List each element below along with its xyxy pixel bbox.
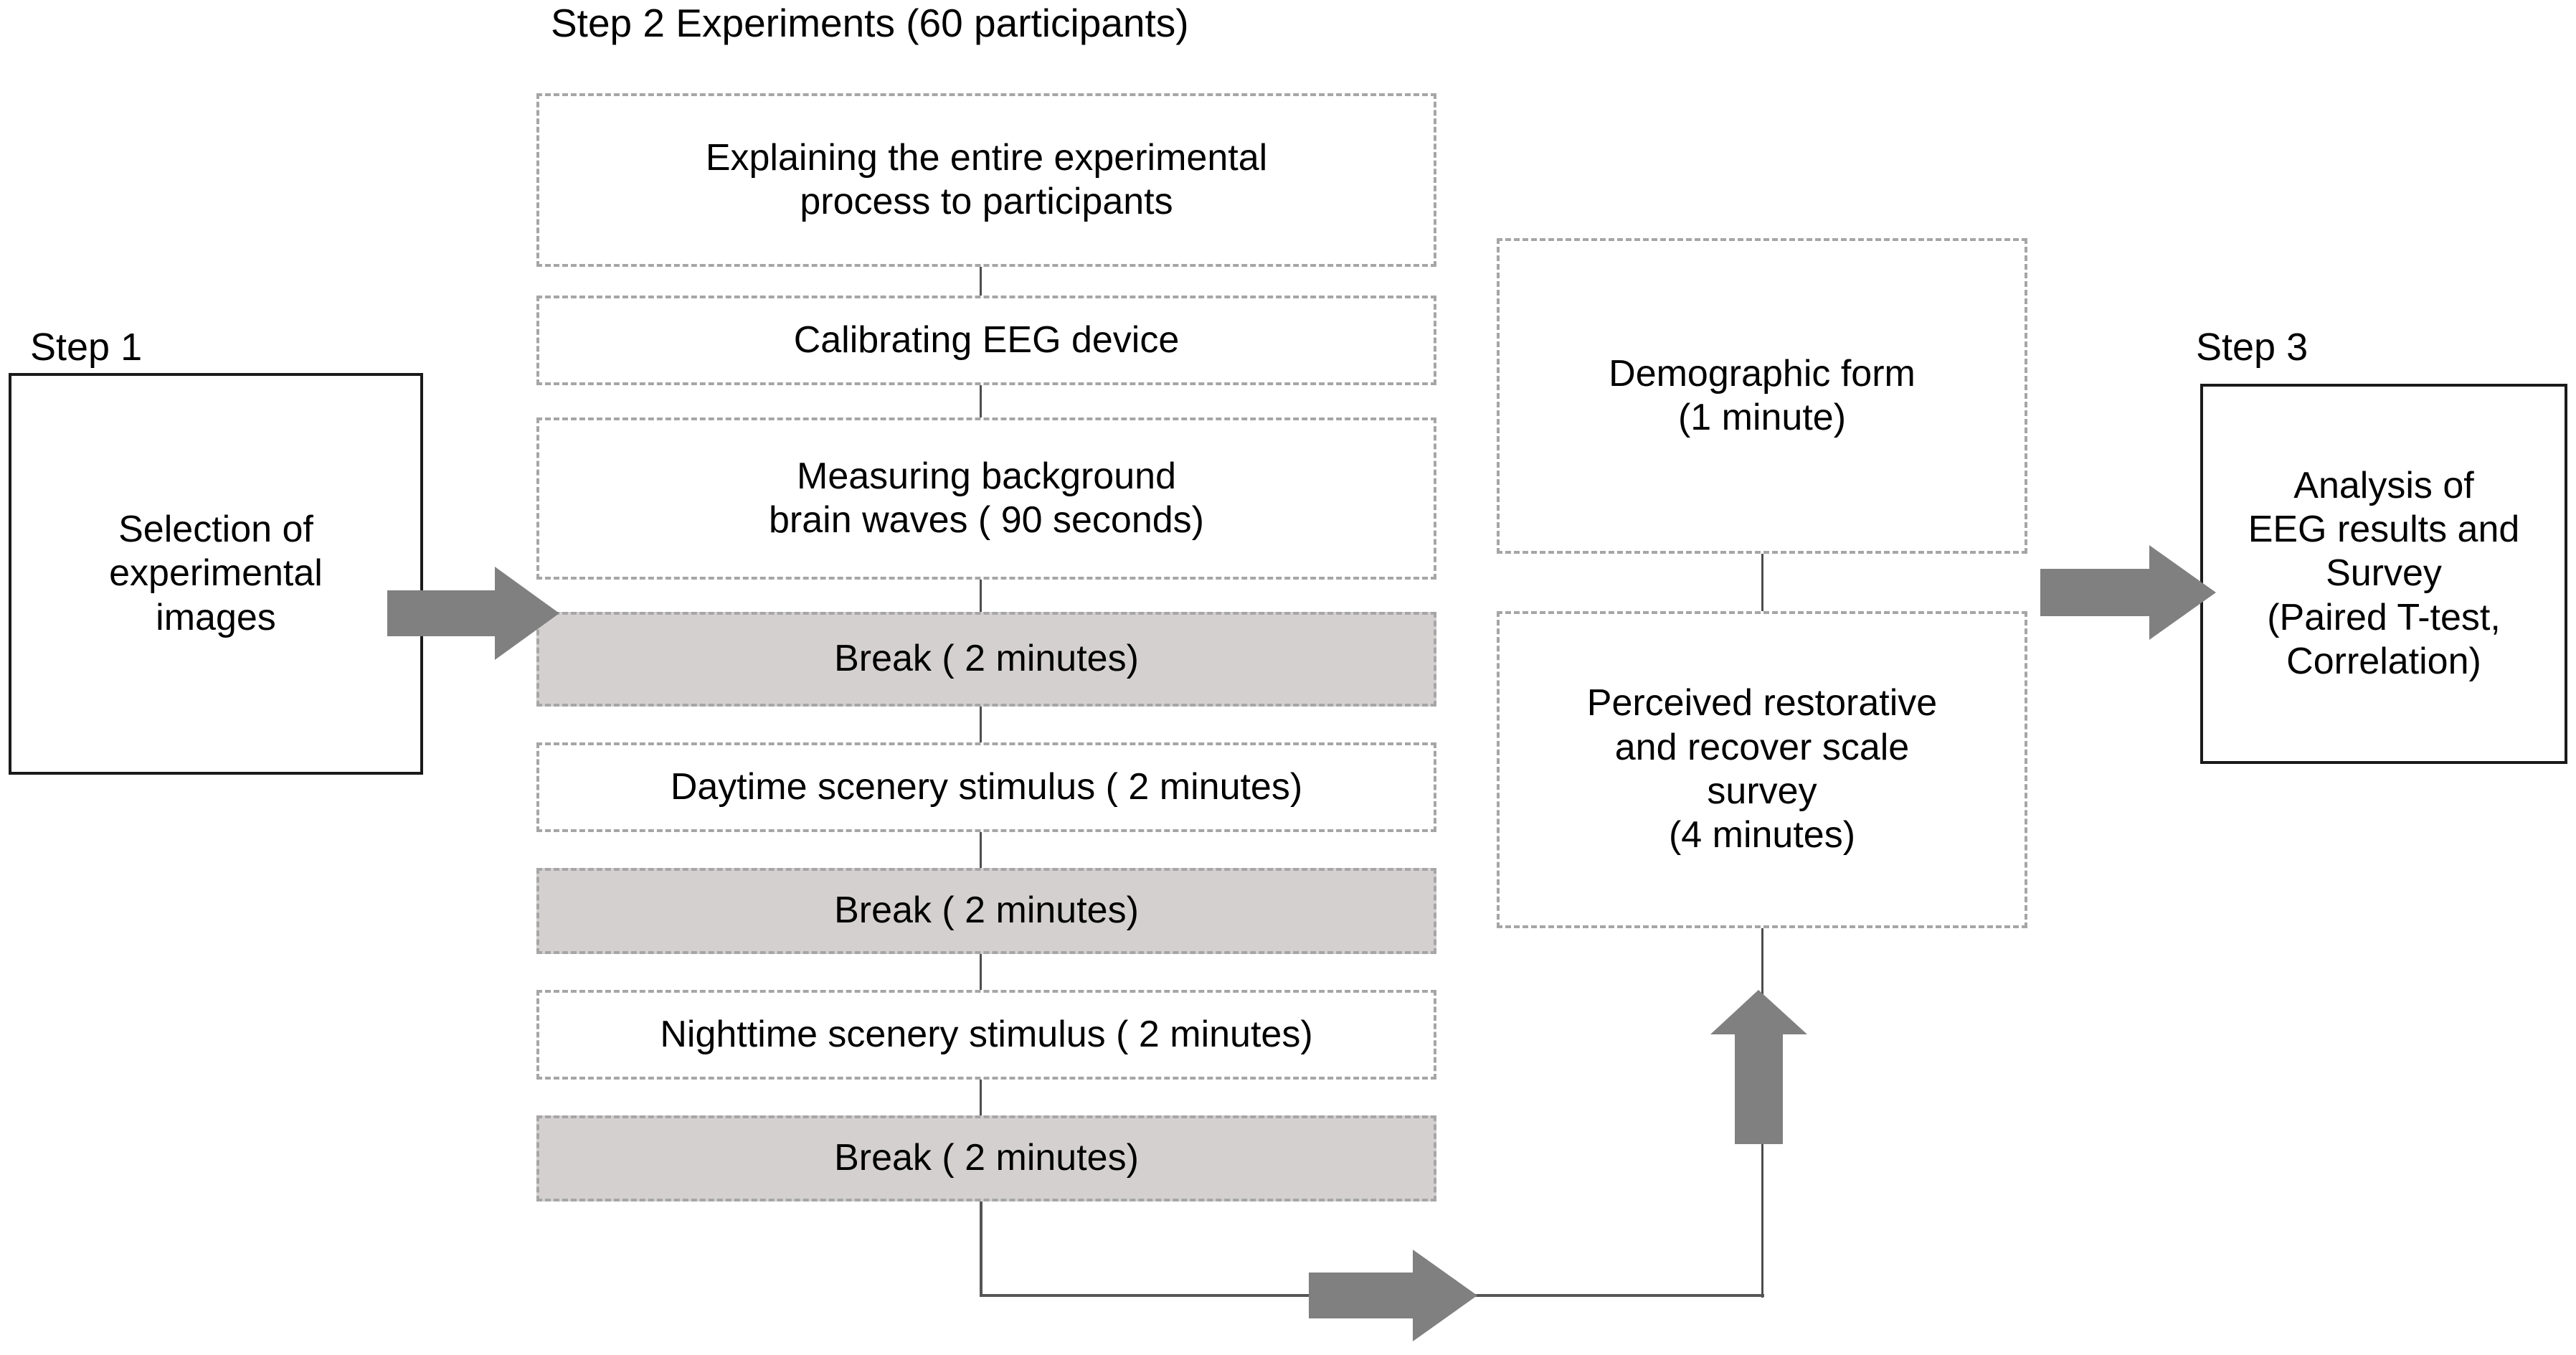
connector-explain-calibrate [980, 267, 982, 296]
step2-box-nighttime-scenery-stimulus[interactable]: Nighttime scenery stimulus ( 2 minutes) [536, 990, 1436, 1080]
step2-box-measuring-background-brain-waves[interactable]: Measuring background brain waves ( 90 se… [536, 417, 1436, 580]
step2-right-box-text-0: Demographic form (1 minute) [1609, 352, 1916, 438]
step2-box-text-5: Break ( 2 minutes) [834, 889, 1139, 932]
step2-box-text-1: Calibrating EEG device [793, 318, 1180, 361]
step2-box-text-3: Break ( 2 minutes) [834, 638, 1139, 680]
step1-box-selection-of-experimental-images[interactable]: Selection of experimental images [9, 373, 423, 775]
step2-box-text-0: Explaining the entire experimental proce… [705, 136, 1268, 222]
arrow-bottom-to-survey-icon [1309, 1250, 1477, 1341]
connector-break3-down [980, 1201, 982, 1297]
step2-box-break-2[interactable]: Break ( 2 minutes) [536, 868, 1436, 954]
step2-box-calibrating-eeg-device[interactable]: Calibrating EEG device [536, 296, 1436, 385]
step1-label: Step 1 [30, 326, 143, 369]
step2-box-text-4: Daytime scenery stimulus ( 2 minutes) [670, 765, 1303, 808]
connector-daytime-break2 [980, 832, 982, 868]
step3-box-analysis-of-eeg-results[interactable]: Analysis of EEG results and Survey (Pair… [2200, 384, 2567, 764]
arrow-step1-to-step2-icon [387, 567, 559, 660]
connector-baseline-break1 [980, 580, 982, 612]
connector-nighttime-break3 [980, 1080, 982, 1115]
connector-break2-nighttime [980, 954, 982, 990]
step2-box-text-2: Measuring background brain waves ( 90 se… [769, 455, 1204, 541]
arrow-step2-to-step3-icon [2040, 545, 2216, 640]
step2-box-break-3[interactable]: Break ( 2 minutes) [536, 1115, 1436, 1201]
arrow-up-to-survey-icon [1710, 990, 1807, 1144]
connector-survey-demographic [1761, 554, 1763, 611]
step2-box-explaining-process[interactable]: Explaining the entire experimental proce… [536, 93, 1436, 267]
step2-box-demographic-form[interactable]: Demographic form (1 minute) [1497, 238, 2027, 554]
step1-box-text: Selection of experimental images [109, 508, 323, 638]
step2-right-box-text-1: Perceived restorative and recover scale … [1586, 682, 1938, 856]
step2-box-text-7: Break ( 2 minutes) [834, 1137, 1139, 1179]
step2-box-perceived-restorative-survey[interactable]: Perceived restorative and recover scale … [1497, 611, 2027, 928]
step2-box-break-1[interactable]: Break ( 2 minutes) [536, 612, 1436, 707]
step2-box-daytime-scenery-stimulus[interactable]: Daytime scenery stimulus ( 2 minutes) [536, 742, 1436, 832]
connector-break1-daytime [980, 707, 982, 742]
step3-box-text: Analysis of EEG results and Survey (Pair… [2248, 464, 2520, 683]
step2-title: Step 2 Experiments (60 participants) [551, 1, 1189, 45]
step3-label: Step 3 [2196, 326, 2309, 369]
step2-box-text-6: Nighttime scenery stimulus ( 2 minutes) [660, 1013, 1313, 1055]
connector-calibrate-baseline [980, 385, 982, 417]
